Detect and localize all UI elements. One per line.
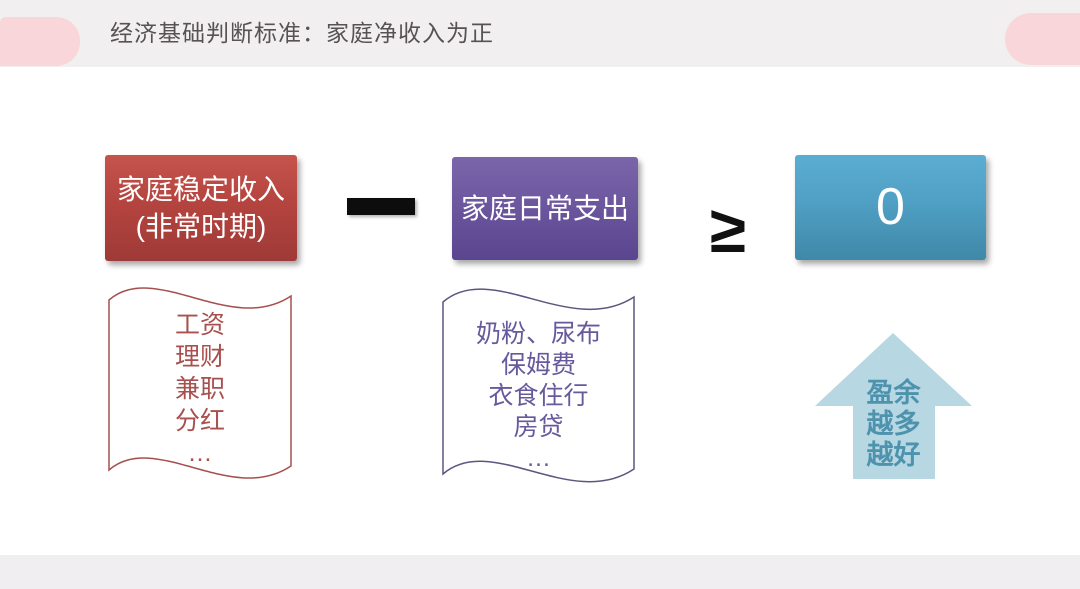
expense-item: 保姆费 (500, 351, 576, 379)
greater-equal-operator: ≥ (700, 196, 756, 276)
pink-ribbon-left-decoration (0, 17, 80, 66)
expense-item: 衣食住行 (488, 382, 589, 410)
surplus-arrow: 盈余 越多 越好 (815, 333, 972, 479)
surplus-line: 越多 (866, 409, 921, 439)
income-box-line2: (非常时期) (135, 211, 267, 242)
wave-shape-icon (108, 287, 292, 479)
income-source-item: … (187, 439, 213, 467)
income-box: 家庭稳定收入 (非常时期) (105, 155, 297, 261)
slide-title: 经济基础判断标准：家庭净收入为正 (110, 20, 494, 46)
zero-box: 0 (795, 155, 986, 260)
up-arrow-icon (815, 333, 972, 479)
footer-band (0, 555, 1080, 589)
wave-shape-icon (442, 288, 635, 483)
surplus-line: 盈余 (866, 378, 921, 408)
minus-operator: − (347, 198, 415, 215)
surplus-line: 越好 (866, 440, 921, 470)
pink-ribbon-right-decoration (1005, 13, 1080, 65)
income-source-item: 理财 (174, 343, 225, 371)
income-source-item: 兼职 (174, 375, 225, 403)
income-sources-list: 工资 理财 兼职 分红 … (103, 309, 297, 469)
zero-box-label: 0 (876, 178, 905, 236)
expense-box-label: 家庭日常支出 (460, 193, 629, 224)
expense-box: 家庭日常支出 (452, 157, 638, 260)
expense-item: 奶粉、尿布 (475, 320, 601, 348)
header-band: 经济基础判断标准：家庭净收入为正 (0, 0, 1080, 67)
income-box-line1: 家庭稳定收入 (116, 174, 285, 205)
expense-item: … (526, 444, 551, 472)
expense-items-flag: 奶粉、尿布 保姆费 衣食住行 房贷 … (437, 262, 640, 509)
expense-item: 房贷 (513, 413, 564, 441)
income-source-item: 分红 (174, 407, 225, 435)
income-sources-flag: 工资 理财 兼职 分红 … (103, 262, 297, 504)
greater-equal-label: ≥ (709, 192, 747, 266)
expense-items-list: 奶粉、尿布 保姆费 衣食住行 房贷 … (437, 319, 640, 474)
income-source-item: 工资 (174, 311, 225, 339)
surplus-text: 盈余 越多 越好 (815, 378, 972, 471)
